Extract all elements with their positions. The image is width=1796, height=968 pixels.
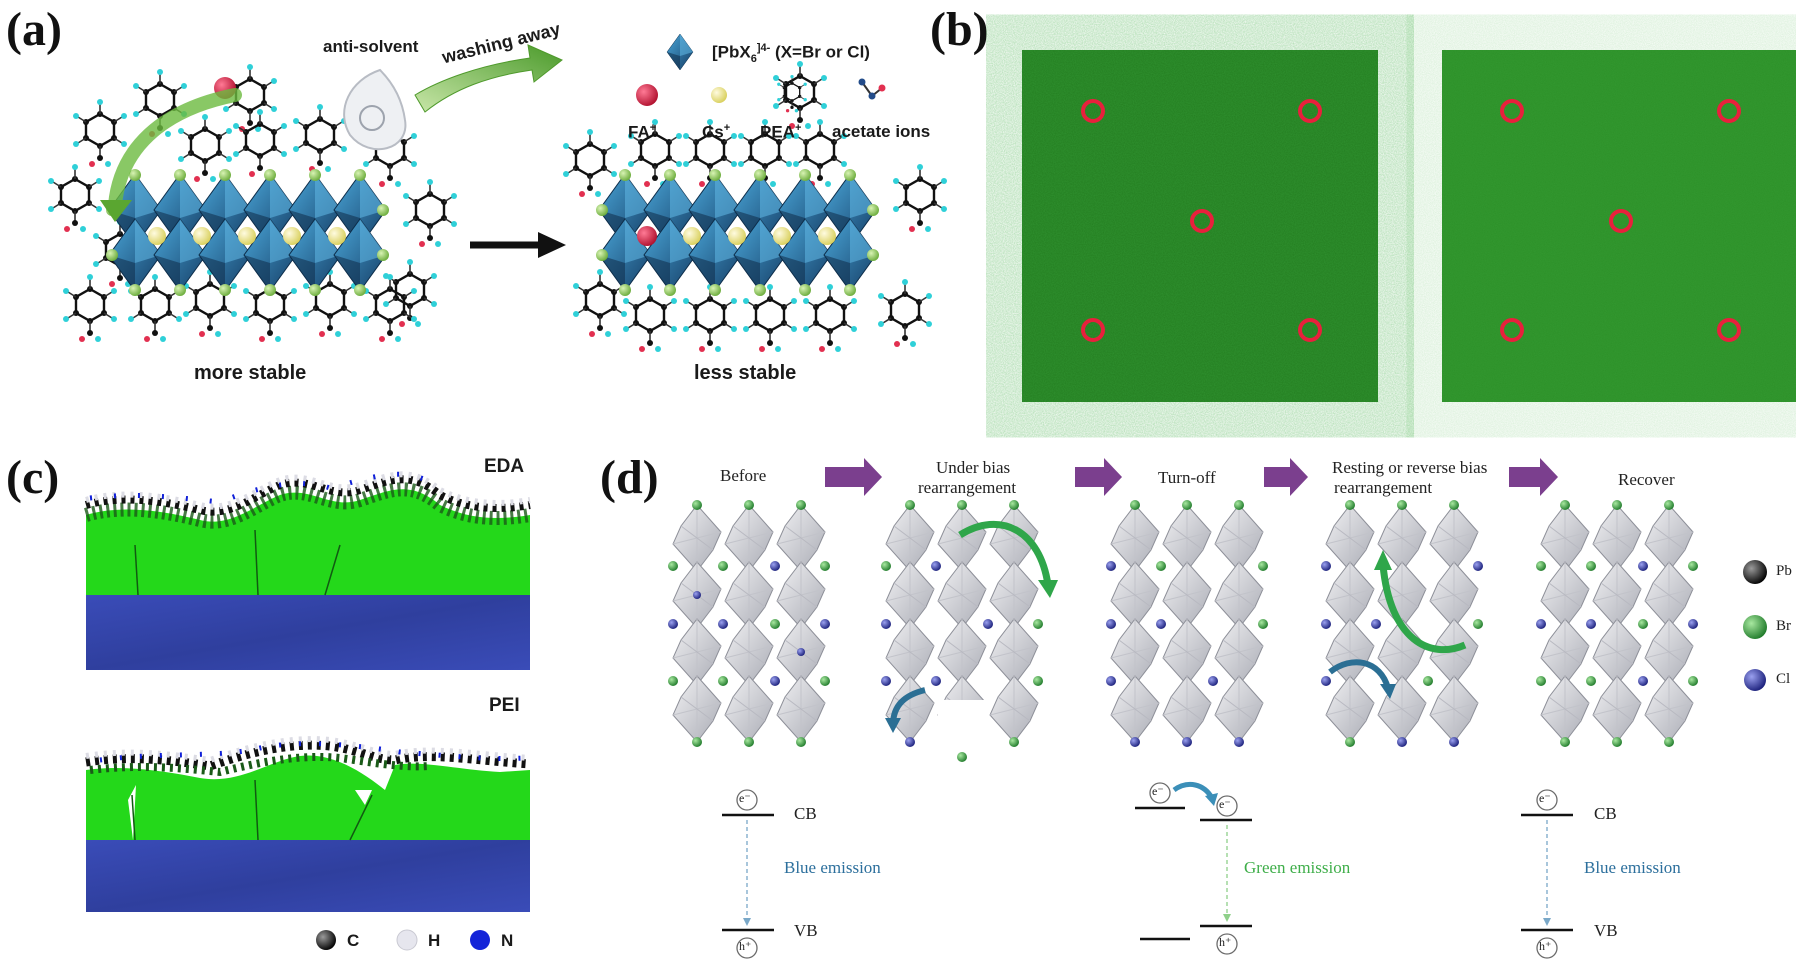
pea-charge: +: [794, 122, 802, 134]
panel-a-label: (a): [6, 3, 62, 56]
step-resting-label-1: Resting or reverse bias: [1332, 458, 1488, 477]
turnoff-emission-label: Green emission: [1244, 858, 1351, 877]
anti-solvent-droplet: [343, 68, 407, 151]
panel-b-label: (b): [930, 3, 989, 56]
step-turnoff-label: Turn-off: [1158, 468, 1216, 487]
legend-pb-label: Pb: [1776, 563, 1792, 579]
less-stable-caption: less stable: [694, 362, 797, 384]
pea-legend-label: PEA+: [760, 122, 801, 143]
before-hole-label: h⁺: [739, 939, 752, 953]
before-vb-label: VB: [794, 921, 818, 940]
recover-hole-label: h⁺: [1539, 939, 1552, 953]
droplet-molecule: [359, 105, 385, 131]
step-recover-label: Recover: [1618, 470, 1675, 489]
panel-a-left-perovskite: [106, 169, 389, 296]
cs-charge: +: [723, 122, 731, 134]
legend-h-label: H: [428, 931, 441, 950]
pea-text: PEA: [760, 122, 795, 142]
legend-octahedron-icon: [666, 33, 694, 71]
before-cb-label: CB: [794, 804, 817, 823]
reaction-arrowhead: [538, 232, 566, 258]
recover-electron-label: e⁻: [1539, 791, 1551, 805]
legend-title-main: [PbX: [712, 42, 751, 62]
step-bias-label-1: Under bias: [936, 458, 1011, 477]
step-resting-label-2: rearrangement: [1334, 478, 1433, 497]
eda-title: EDA: [484, 456, 525, 477]
legend-c-label: C: [347, 931, 360, 950]
fa-charge: +: [649, 122, 657, 134]
more-stable-caption: more stable: [194, 362, 307, 384]
before-electron-label: e⁻: [739, 791, 751, 805]
step-before-label: Before: [720, 466, 767, 485]
legend-acetate-icon: [858, 78, 886, 100]
panel-d-label: (d): [600, 451, 659, 504]
legend-cs-icon: [711, 87, 727, 103]
washing-away-arrow: [414, 44, 563, 113]
legend-title-sub: 6: [750, 53, 757, 66]
legend-n-label: N: [501, 931, 514, 950]
turnoff-electron-label-2: e⁻: [1219, 797, 1231, 811]
perovskite-unit-label: [PbX6]4- (X=Br or Cl): [712, 42, 870, 65]
pei-title: PEI: [489, 695, 520, 716]
cs-legend-label: Cs+: [702, 122, 730, 143]
recover-vb-label: VB: [1594, 921, 1618, 940]
acetate-legend-label: acetate ions: [832, 122, 931, 141]
insertion-arrow: [108, 88, 242, 212]
insertion-arrowhead: [100, 200, 132, 222]
panel-c-label: (c): [6, 451, 60, 504]
legend-cl-label: Cl: [1776, 671, 1791, 687]
legend-br-label: Br: [1776, 618, 1791, 634]
legend-fa-icon: [636, 84, 658, 106]
fa-text: FA: [628, 122, 650, 142]
before-emission-label: Blue emission: [784, 858, 881, 877]
panel-a-right-perovskite: [596, 169, 879, 296]
legend-title-sup: ]4-: [756, 42, 771, 54]
recover-emission-label: Blue emission: [1584, 858, 1681, 877]
legend-title-rest: (X=Br or Cl): [770, 42, 870, 62]
turnoff-electron-label-1: e⁻: [1152, 784, 1164, 798]
anti-solvent-label: anti-solvent: [323, 37, 419, 56]
recover-cb-label: CB: [1594, 804, 1617, 823]
turnoff-hole-label: h⁺: [1219, 935, 1232, 949]
cs-text: Cs: [702, 122, 724, 142]
step-bias-label-2: rearrangement: [918, 478, 1017, 497]
fa-legend-label: FA+: [628, 122, 656, 143]
